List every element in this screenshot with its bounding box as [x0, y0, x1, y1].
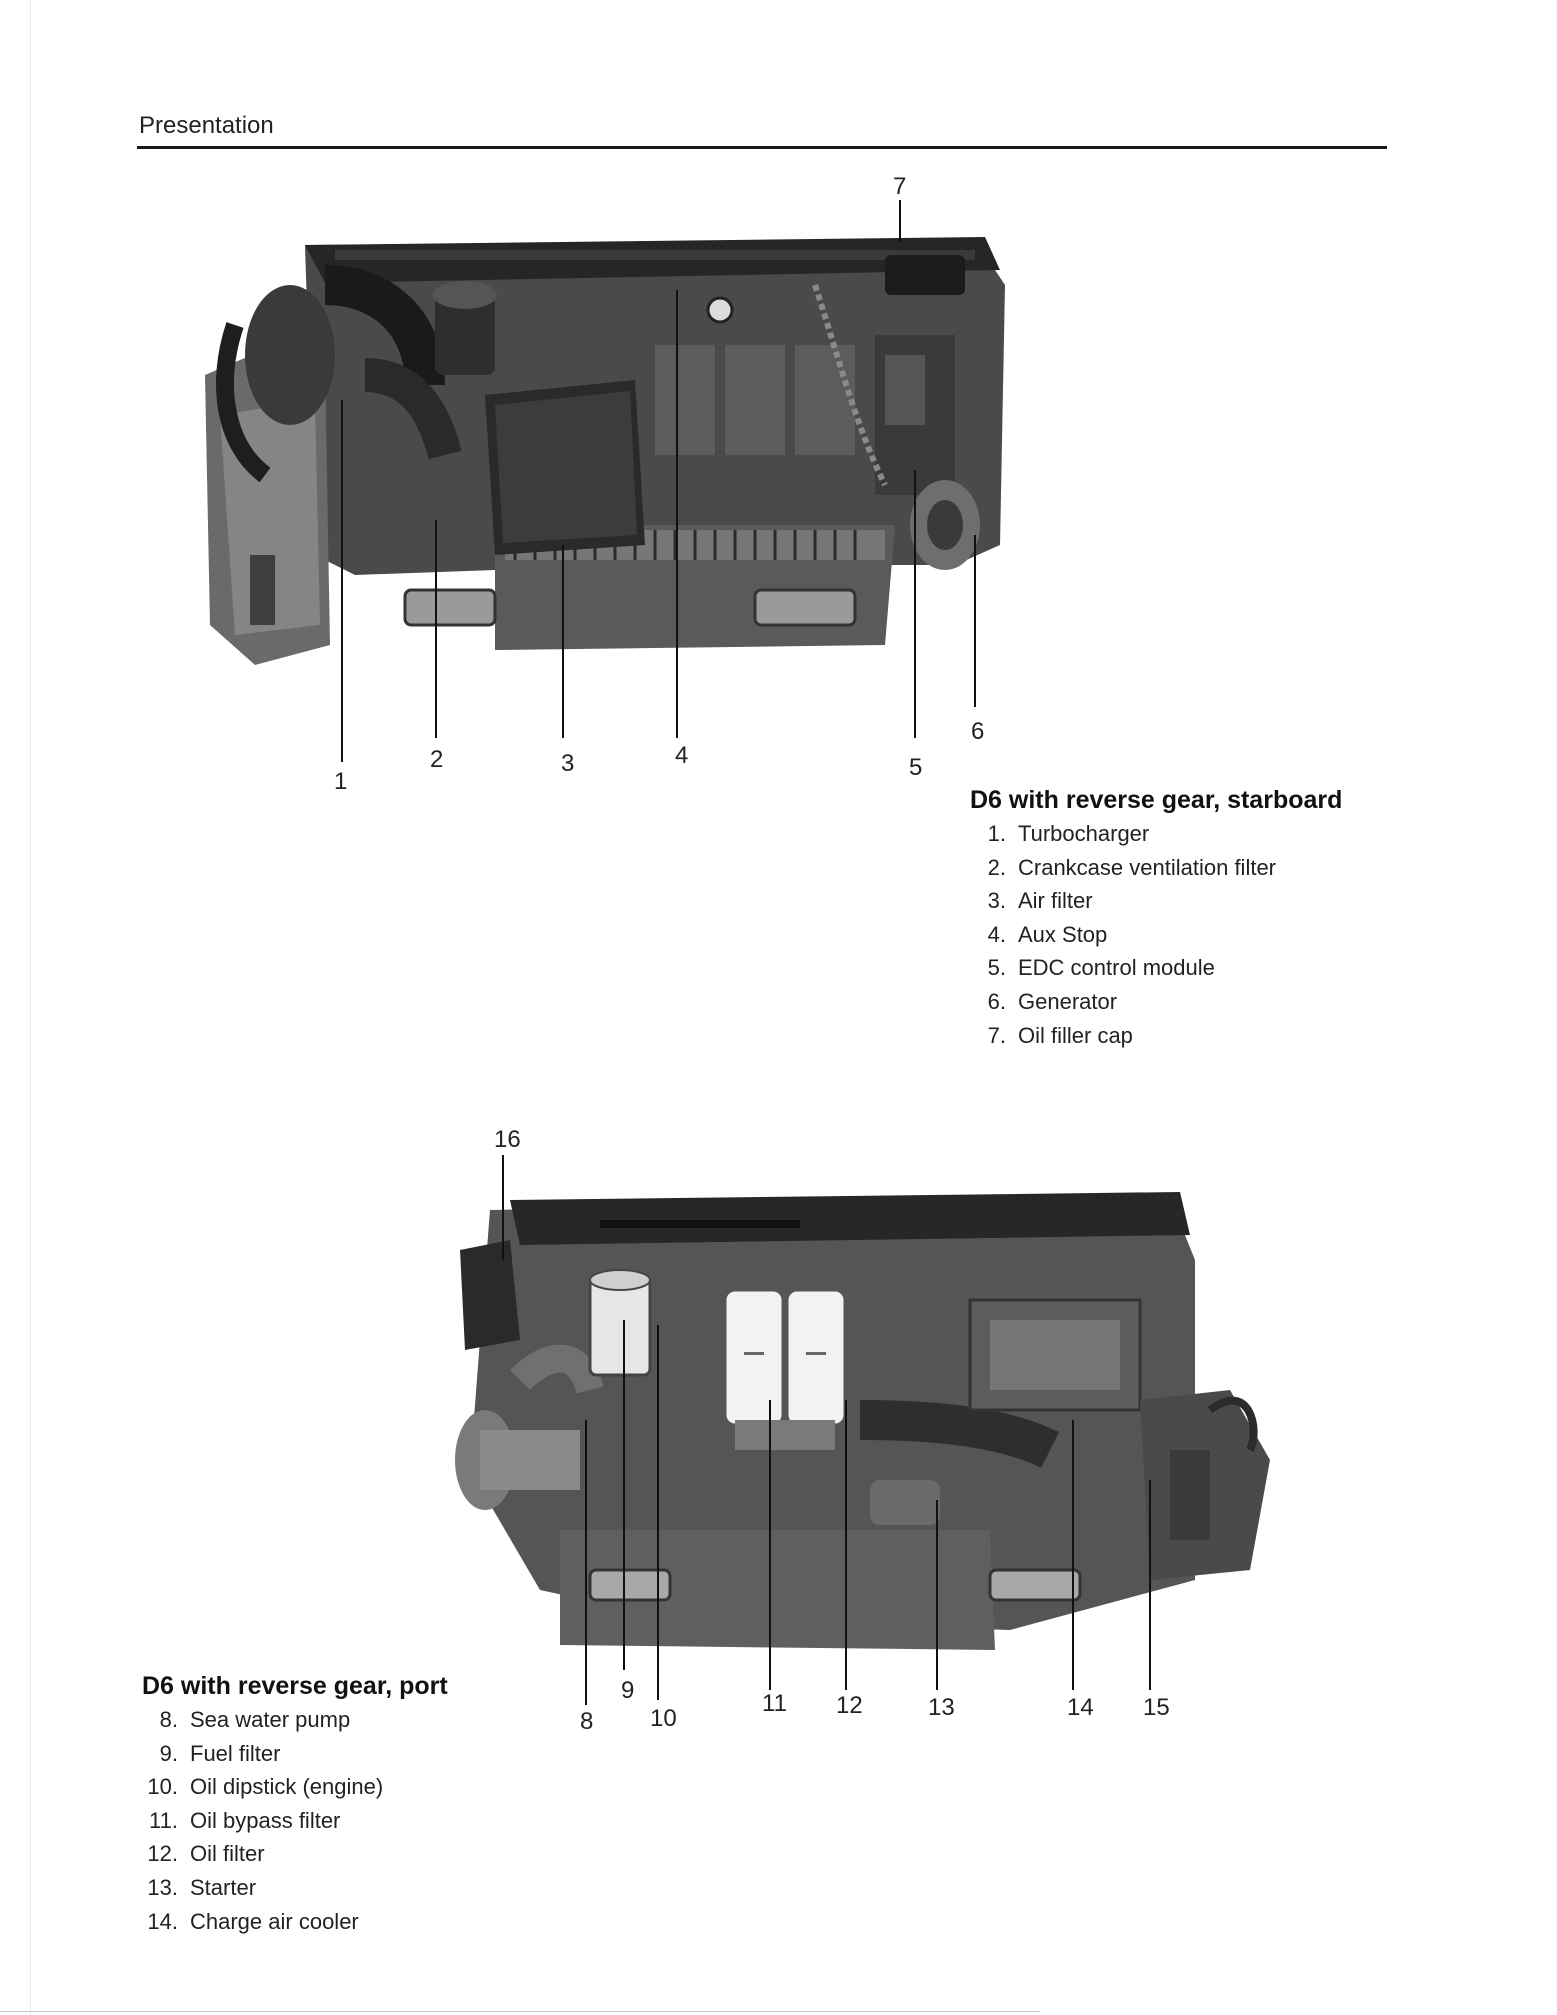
port-parts-list: 8.Sea water pump 9.Fuel filter 10.Oil di… [130, 1703, 383, 1938]
port-callout-11: 11 [762, 1690, 787, 1717]
header-rule [137, 146, 1387, 149]
engine-port-illustration: ▬▬ ▬▬ [455, 1192, 1270, 1650]
list-item: 14.Charge air cooler [147, 1908, 359, 1934]
list-item: 11.Oil bypass filter [149, 1807, 341, 1833]
starboard-callout-2: 2 [430, 746, 444, 773]
port-callout-8: 8 [580, 1708, 594, 1735]
engine-port-photo: ▬▬ ▬▬ [450, 1150, 1280, 1670]
list-item: 1.Turbocharger [987, 821, 1150, 846]
list-item: 7.Oil filler cap [987, 1022, 1133, 1048]
port-callout-12: 12 [836, 1692, 863, 1719]
starboard-callout-1: 1 [334, 768, 348, 795]
list-item: 12.Oil filter [147, 1841, 265, 1867]
port-callout-14: 14 [1067, 1694, 1094, 1721]
starboard-callout-7: 7 [893, 173, 907, 200]
starboard-callout-6: 6 [971, 718, 985, 745]
page-edge-line [30, 0, 31, 2015]
page-header-title: Presentation [139, 112, 274, 139]
starboard-parts-list: 1.Turbocharger 2.Crankcase ventilation f… [958, 817, 1276, 1052]
starboard-caption-title: D6 with reverse gear, starboard [970, 786, 1343, 814]
engine-starboard-illustration [205, 237, 1005, 665]
port-callout-15: 15 [1143, 1694, 1170, 1721]
starboard-callout-5: 5 [909, 754, 923, 781]
list-item: 9.Fuel filter [159, 1740, 281, 1766]
list-item: 2.Crankcase ventilation filter [987, 854, 1277, 880]
list-item: 8.Sea water pump [159, 1707, 351, 1732]
list-item: 3.Air filter [987, 888, 1093, 914]
list-item: 4.Aux Stop [987, 921, 1108, 947]
svg-text:▬▬: ▬▬ [806, 1347, 826, 1358]
list-item: 13.Starter [147, 1874, 257, 1900]
port-callout-16: 16 [494, 1126, 521, 1153]
port-callout-13: 13 [928, 1694, 955, 1721]
port-callout-9: 9 [621, 1677, 635, 1704]
engine-starboard-photo [195, 225, 1025, 685]
port-caption-title: D6 with reverse gear, port [142, 1672, 448, 1700]
starboard-callout-3: 3 [561, 750, 575, 777]
svg-text:▬▬: ▬▬ [744, 1347, 764, 1358]
list-item: 6.Generator [987, 988, 1118, 1014]
footer-rule [0, 2011, 1040, 2012]
list-item: 5.EDC control module [987, 955, 1215, 981]
starboard-callout-4: 4 [675, 742, 689, 769]
list-item: 10.Oil dipstick (engine) [147, 1774, 384, 1800]
port-callout-10: 10 [650, 1705, 677, 1732]
